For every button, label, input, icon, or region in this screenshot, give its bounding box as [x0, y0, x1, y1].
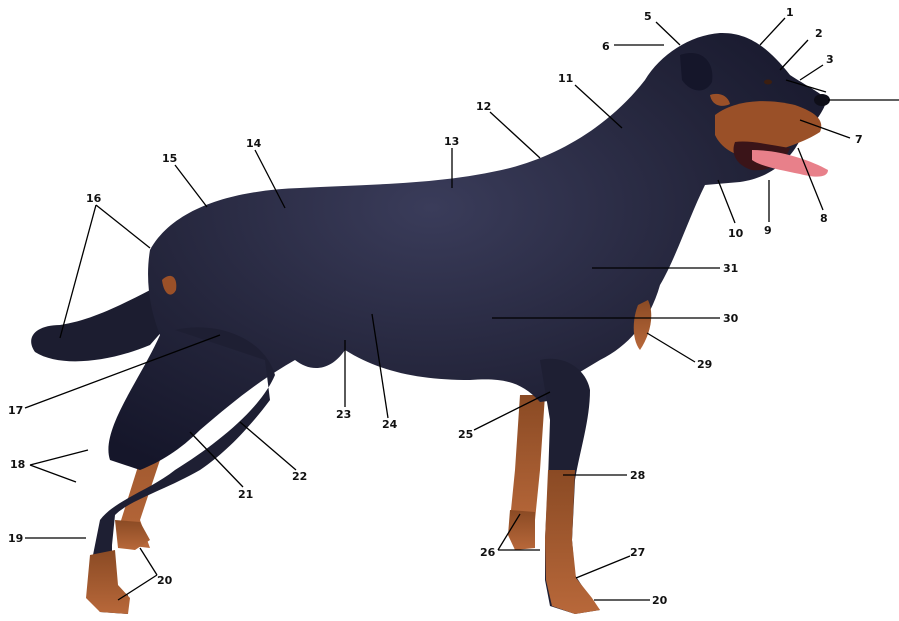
label-6: 6 — [602, 40, 610, 53]
label-22: 22 — [292, 470, 307, 483]
label-30: 30 — [723, 312, 739, 325]
leader-5 — [656, 22, 680, 45]
label-2: 2 — [815, 27, 823, 40]
label-16: 16 — [86, 192, 102, 205]
label-26: 26 — [480, 546, 496, 559]
label-20-front: 20 — [652, 594, 668, 607]
label-5: 5 — [644, 10, 652, 23]
label-21: 21 — [238, 488, 253, 501]
nose — [814, 94, 830, 106]
front-far-foot-tan — [508, 510, 535, 550]
label-24: 24 — [382, 418, 398, 431]
rear-near-foot-tan — [86, 550, 130, 614]
front-near-leg-tan — [545, 470, 600, 614]
label-23: 23 — [336, 408, 351, 421]
label-20-rear: 20 — [157, 574, 173, 587]
leader-2 — [780, 40, 808, 70]
leader-20a-1 — [140, 548, 157, 575]
label-17: 17 — [8, 404, 23, 417]
leader-22 — [240, 422, 296, 470]
label-12: 12 — [476, 100, 491, 113]
label-3: 3 — [826, 53, 834, 66]
label-10: 10 — [728, 227, 744, 240]
leader-3 — [800, 65, 823, 80]
leader-27 — [576, 556, 630, 578]
label-14: 14 — [246, 137, 262, 150]
leader-18a — [30, 450, 88, 465]
eye — [764, 80, 772, 85]
label-8: 8 — [820, 212, 828, 225]
leader-18b — [30, 465, 76, 482]
leader-11 — [575, 85, 622, 128]
leader-16a — [96, 205, 150, 248]
front-far-leg — [510, 395, 545, 530]
leader-29 — [647, 333, 695, 362]
label-9: 9 — [764, 224, 772, 237]
label-15: 15 — [162, 152, 177, 165]
label-11: 11 — [558, 72, 573, 85]
label-7: 7 — [855, 133, 863, 146]
label-27: 27 — [630, 546, 645, 559]
leader-12 — [490, 112, 540, 158]
label-29: 29 — [697, 358, 712, 371]
leader-15 — [175, 165, 207, 207]
label-1: 1 — [786, 6, 794, 19]
dog-illustration — [31, 33, 830, 614]
label-25: 25 — [458, 428, 473, 441]
leader-1 — [760, 18, 785, 45]
leader-10 — [718, 180, 735, 223]
label-13: 13 — [444, 135, 459, 148]
label-18: 18 — [10, 458, 25, 471]
leader-8 — [798, 148, 823, 210]
leader-20a-2 — [118, 575, 157, 600]
label-31: 31 — [723, 262, 738, 275]
label-28: 28 — [630, 469, 645, 482]
label-19: 19 — [8, 532, 23, 545]
